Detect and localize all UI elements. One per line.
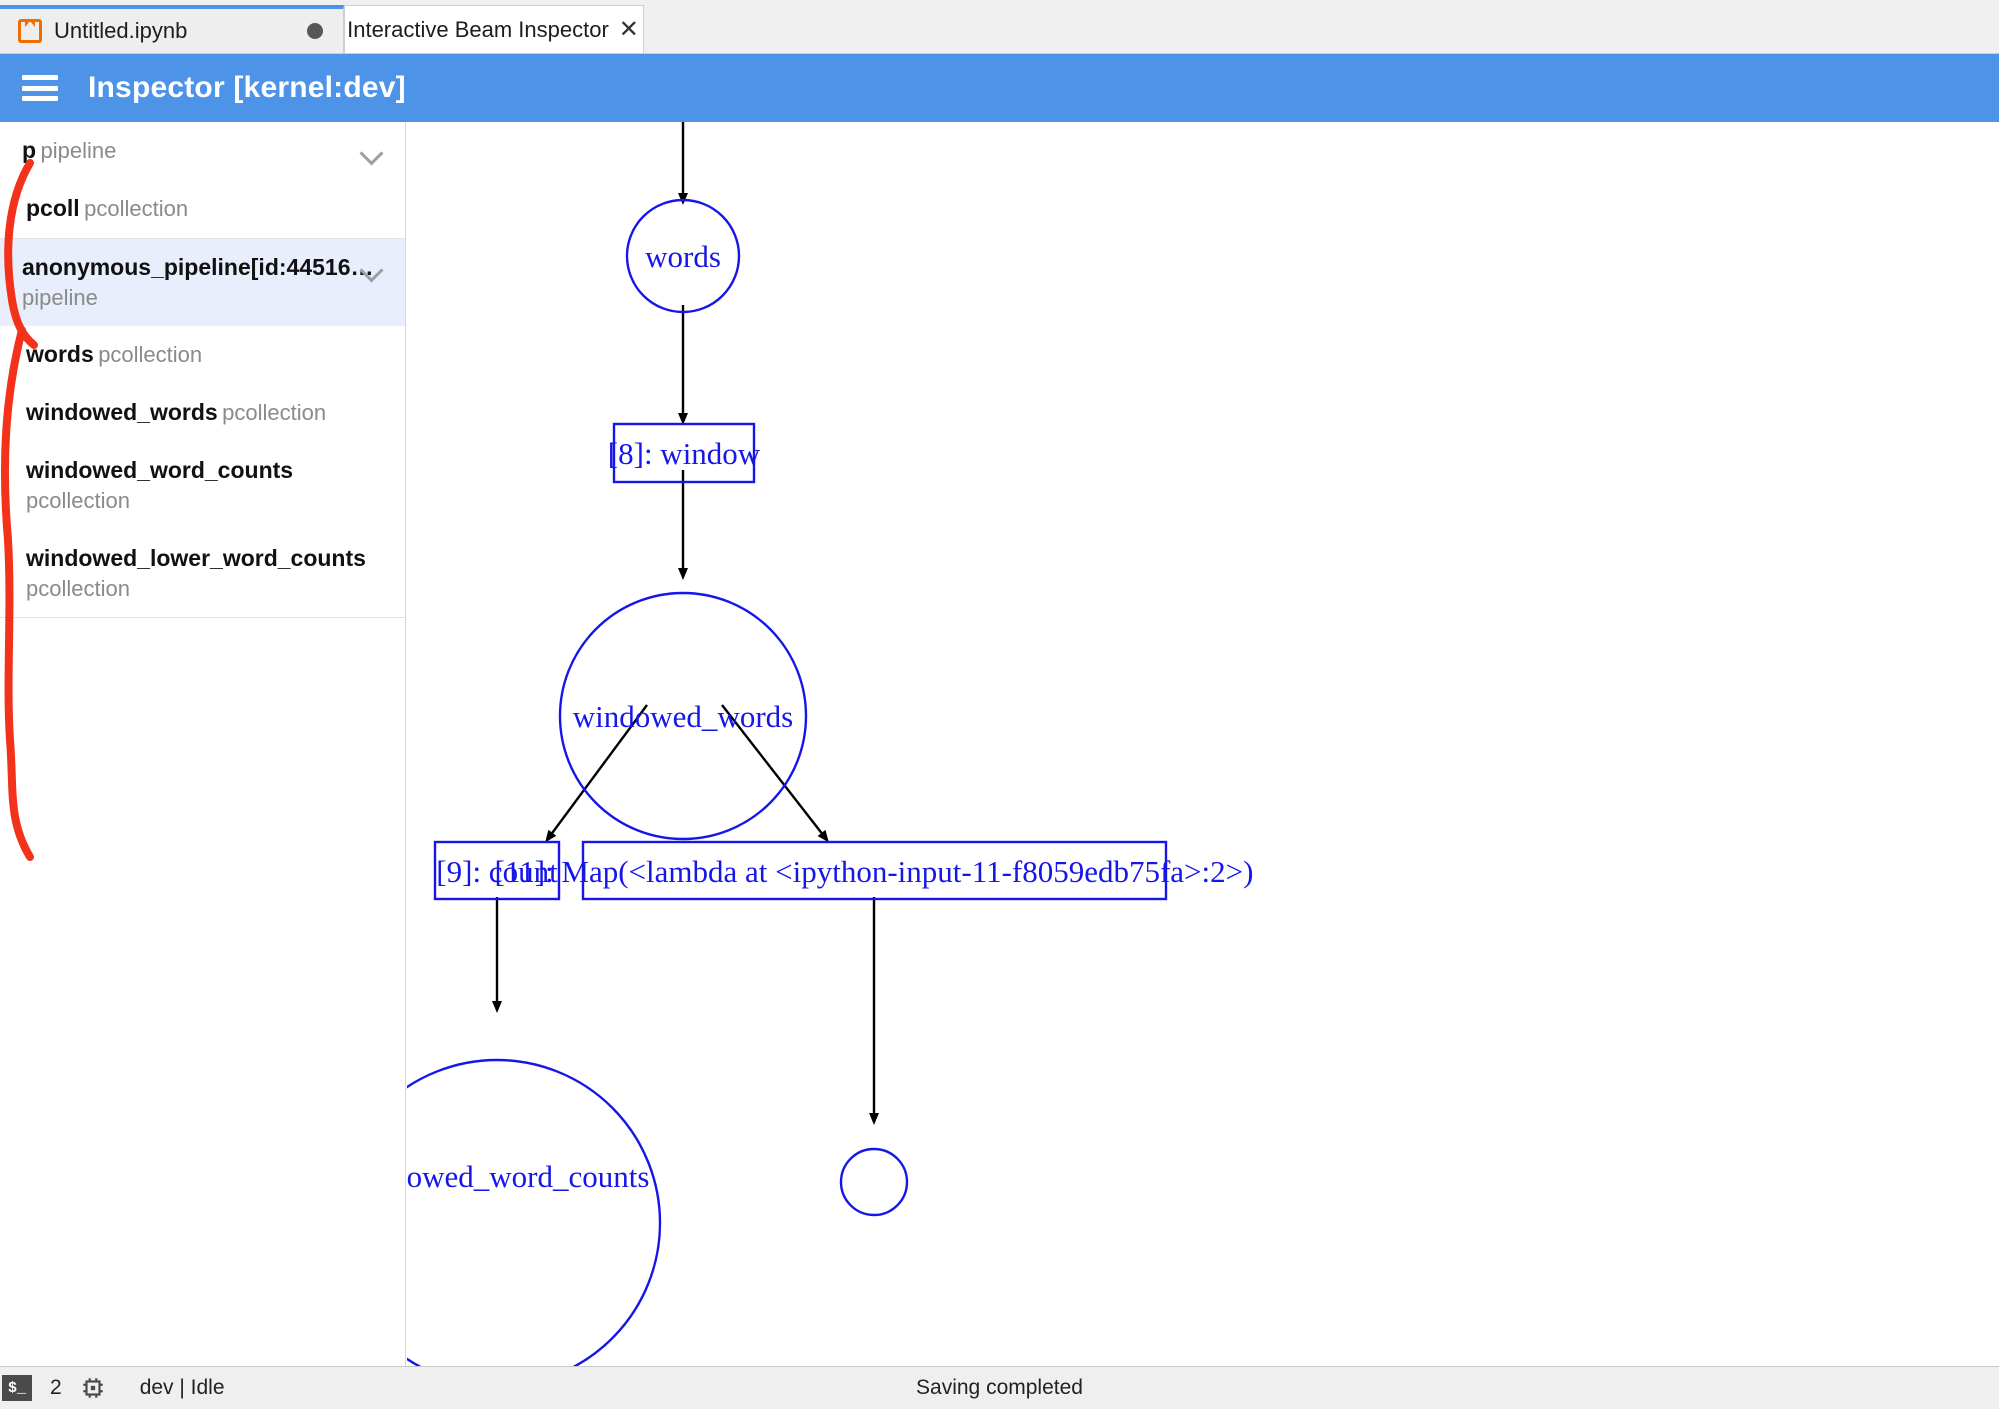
graph-label-windowed-word-counts: windowed_word_counts (407, 1159, 649, 1194)
sidebar-item-kind: pipeline (40, 138, 117, 163)
kernel-count: 2 (50, 1376, 62, 1399)
sidebar-item-label: anonymous_pipeline[id:44516… (22, 253, 374, 280)
kernel-status[interactable]: dev | Idle (139, 1376, 225, 1399)
sidebar-item-label: pcoll (26, 195, 80, 221)
sidebar-item-label: windowed_word_counts (26, 457, 294, 484)
sidebar-item-anonymous-pipeline[interactable]: anonymous_pipeline[id:44516… pipeline (0, 238, 405, 327)
status-left-group: $_ 2 dev (0, 1375, 225, 1401)
inspector-body: p pipeline pcoll pcollection anonymous_p… (0, 122, 1999, 1366)
pipeline-dag: words [8]: window windowed_words [9]: co… (407, 122, 1253, 1366)
inspector-sidebar: p pipeline pcoll pcollection anonymous_p… (0, 122, 406, 1366)
graph-label-window: [8]: window (608, 436, 761, 471)
chevron-down-icon[interactable] (359, 257, 385, 283)
graph-node-words[interactable] (625, 198, 741, 314)
graph-label-windowed-words: windowed_words (573, 699, 793, 734)
page-title: Inspector [kernel:dev] (88, 71, 406, 104)
status-bar: $_ 2 dev (0, 1366, 1999, 1409)
graph-label-map: [11]: Map(<lambda at <ipython-input-11-f… (495, 854, 1254, 889)
chevron-down-icon[interactable] (359, 140, 385, 166)
tab-untitled-ipynb[interactable]: Untitled.ipynb (0, 5, 344, 53)
tab-bar: Untitled.ipynb Interactive Beam Inspecto… (0, 0, 1999, 54)
graph-node-windowed-words[interactable] (558, 591, 808, 841)
tab-label: Interactive Beam Inspector (347, 16, 609, 42)
edge-windowedwords-map (721, 704, 829, 843)
inspector-header: Inspector [kernel:dev] (0, 54, 1999, 122)
graph-node-count[interactable] (433, 840, 561, 901)
sidebar-item-kind: pcollection (98, 342, 203, 368)
sidebar-item-kind: pcollection (84, 196, 189, 221)
sidebar-item-label: windowed_lower_word_counts (26, 544, 366, 571)
sidebar-item-windowed-word-counts[interactable]: windowed_word_counts pcollection (0, 442, 405, 530)
sidebar-item-kind: pcollection (222, 400, 327, 426)
modified-dot-icon[interactable] (307, 23, 323, 39)
sidebar-item-kind: pcollection (26, 488, 130, 514)
graph-node-labels: words [8]: window windowed_words [9]: co… (407, 239, 1253, 1194)
cpu-icon[interactable] (80, 1375, 106, 1401)
sidebar-item-p[interactable]: p pipeline (0, 122, 405, 180)
sidebar-item-pcoll[interactable]: pcoll pcollection (0, 180, 405, 238)
hamburger-icon[interactable] (22, 75, 58, 101)
sidebar-item-words[interactable]: words pcollection (0, 326, 405, 384)
graph-label-words: words (645, 239, 721, 274)
tab-label: Untitled.ipynb (54, 18, 188, 43)
close-icon[interactable]: ✕ (618, 15, 639, 43)
sidebar-item-windowed-lower-word-counts[interactable]: windowed_lower_word_counts pcollection (0, 530, 405, 618)
graph-node-map[interactable] (581, 840, 1168, 901)
terminal-icon[interactable]: $_ (2, 1375, 32, 1401)
sidebar-item-kind: pcollection (26, 575, 130, 601)
sidebar-item-label: windowed_words (26, 399, 218, 426)
status-message: Saving completed (916, 1376, 1083, 1399)
edge-windowedwords-count (545, 704, 648, 843)
graph-node-lower-counts[interactable] (839, 1147, 909, 1217)
sidebar-group-anonymous-pipeline: anonymous_pipeline[id:44516… pipeline wo… (0, 238, 405, 619)
sidebar-item-label: p (22, 137, 37, 163)
notebook-icon (18, 19, 42, 43)
pipeline-graph-canvas[interactable]: words [8]: window windowed_words [9]: co… (407, 122, 1999, 1366)
sidebar-item-label: words (26, 341, 94, 368)
sidebar-item-windowed-words[interactable]: windowed_words pcollection (0, 384, 405, 442)
graph-node-window[interactable] (612, 422, 756, 484)
graph-nodes (407, 198, 1168, 1366)
tab-interactive-beam-inspector[interactable]: Interactive Beam Inspector ✕ (344, 5, 644, 53)
sidebar-group-p: p pipeline pcoll pcollection (0, 122, 405, 239)
graph-label-count: [9]: count (436, 854, 558, 889)
graph-edges (492, 122, 879, 1125)
sidebar-item-kind: pipeline (22, 284, 98, 310)
graph-node-windowed-word-counts[interactable] (407, 1058, 662, 1366)
